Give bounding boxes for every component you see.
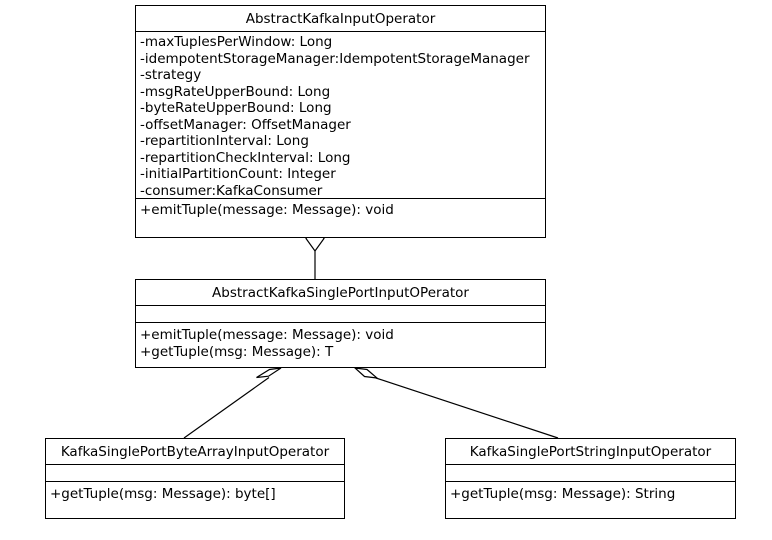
attributes-compartment xyxy=(136,306,545,323)
hollow-diamond-icon xyxy=(256,367,282,379)
attribute-row: -consumer:KafkaConsumer xyxy=(140,182,323,199)
hollow-diamond-icon xyxy=(353,367,379,379)
aggregation-middle-to-byte-array-line xyxy=(183,377,270,439)
attribute-row: -byteRateUpperBound: Long xyxy=(140,100,332,116)
attribute-row: -idempotentStorageManager:IdempotentStor… xyxy=(140,50,530,67)
class-name-abstract-kafka-input-operator: AbstractKafkaInputOperator xyxy=(136,6,545,32)
class-name-kafka-single-port-byte-array-input-operator: KafkaSinglePortByteArrayInputOperator xyxy=(46,439,344,465)
uml-class-abstract-kafka-input-operator[interactable]: AbstractKafkaInputOperator -maxTuplesPer… xyxy=(135,5,546,238)
aggregation-middle-to-string xyxy=(353,367,559,439)
operation-row: +getTuple(msg: Message): byte[] xyxy=(50,486,276,502)
attribute-row: -maxTuplesPerWindow: Long xyxy=(140,34,333,50)
uml-class-abstract-kafka-single-port-input-operator[interactable]: AbstractKafkaSinglePortInputOPerator +em… xyxy=(135,279,546,368)
operations-compartment: +getTuple(msg: Message): String xyxy=(446,482,735,518)
uml-class-kafka-single-port-string-input-operator[interactable]: KafkaSinglePortStringInputOperator +getT… xyxy=(445,438,736,519)
operation-row: +emitTuple(message: Message): void xyxy=(140,327,394,343)
attributes-compartment xyxy=(46,465,344,482)
class-name-kafka-single-port-string-input-operator: KafkaSinglePortStringInputOperator xyxy=(446,439,735,465)
operations-compartment: +emitTuple(message: Message): void +getT… xyxy=(136,323,545,367)
operation-row: +emitTuple(message: Message): void xyxy=(140,202,394,218)
attribute-row: -repartitionInterval: Long xyxy=(140,133,309,149)
operations-compartment: +getTuple(msg: Message): byte[] xyxy=(46,482,344,518)
class-name-abstract-kafka-single-port-input-operator: AbstractKafkaSinglePortInputOPerator xyxy=(136,280,545,306)
aggregation-middle-to-string-line xyxy=(375,377,559,439)
operations-compartment: +emitTuple(message: Message): void xyxy=(136,199,545,237)
aggregation-middle-to-byte-array xyxy=(183,367,282,439)
attribute-row: -msgRateUpperBound: Long xyxy=(140,83,331,100)
uml-class-kafka-single-port-byte-array-input-operator[interactable]: KafkaSinglePortByteArrayInputOperator +g… xyxy=(45,438,345,519)
attribute-row: -strategy xyxy=(140,67,202,83)
attribute-row: -repartitionCheckInterval: Long xyxy=(140,149,351,166)
attribute-row: -initialPartitionCount: Integer xyxy=(140,166,336,182)
operation-row: +getTuple(msg: Message): T xyxy=(140,343,334,360)
attributes-compartment xyxy=(446,465,735,482)
attributes-compartment: -maxTuplesPerWindow: Long -idempotentSto… xyxy=(136,32,545,199)
attribute-row: -offsetManager: OffsetManager xyxy=(140,116,351,133)
operation-row: +getTuple(msg: Message): String xyxy=(450,486,676,502)
